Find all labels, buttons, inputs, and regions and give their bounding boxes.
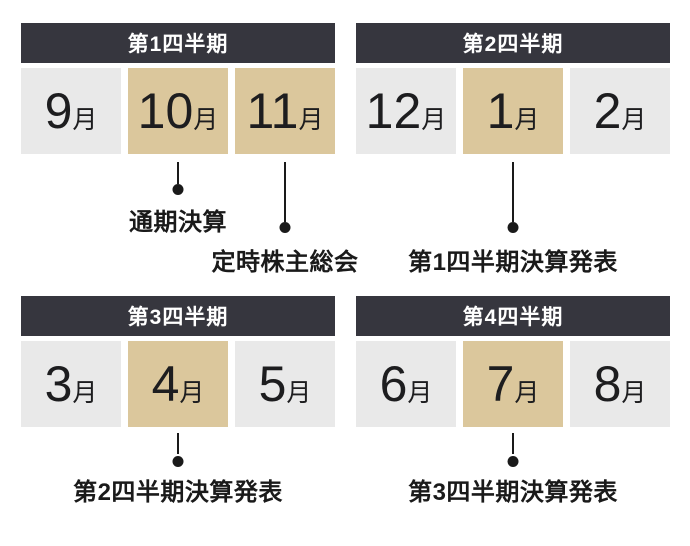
annotation-q1-results: 第1四半期決算発表 xyxy=(408,249,618,276)
connector-line-nov xyxy=(284,162,286,222)
connector-line-oct xyxy=(177,162,179,184)
month-number: 3 xyxy=(44,356,73,412)
annotation-shareholders-meeting: 定時株主総会 xyxy=(211,249,359,276)
month-suffix: 月 xyxy=(421,106,447,134)
quarter-4: 第4四半期 6月 7月 8月 第3四半期決算発表 xyxy=(356,296,670,546)
quarter-2: 第2四半期 12月 1月 2月 第1四半期決算発表 xyxy=(356,23,670,276)
quarter-4-header: 第4四半期 xyxy=(356,296,670,336)
month-cell-mar: 3月 xyxy=(21,341,121,427)
month-cell-sep: 9月 xyxy=(21,68,121,154)
connector-line-apr xyxy=(177,433,179,454)
month-number: 9 xyxy=(44,83,73,139)
connector-dot-apr xyxy=(172,456,184,467)
connector-line-jul xyxy=(512,433,514,454)
month-cell-nov: 11月 xyxy=(235,68,335,154)
month-suffix: 月 xyxy=(298,106,324,134)
annotation-q3-results: 第3四半期決算発表 xyxy=(408,479,618,506)
quarter-4-month-row: 6月 7月 8月 xyxy=(356,341,670,427)
month-suffix: 月 xyxy=(407,379,433,407)
quarter-3-month-row: 3月 4月 5月 xyxy=(21,341,335,427)
month-suffix: 月 xyxy=(514,106,540,134)
month-number: 1 xyxy=(486,83,515,139)
month-number: 5 xyxy=(258,356,287,412)
month-number: 4 xyxy=(151,356,180,412)
month-cell-feb: 2月 xyxy=(570,68,670,154)
month-number: 11 xyxy=(246,83,299,139)
month-suffix: 月 xyxy=(514,379,540,407)
quarter-1-header: 第1四半期 xyxy=(21,23,335,63)
quarter-2-header: 第2四半期 xyxy=(356,23,670,63)
month-cell-aug: 8月 xyxy=(570,341,670,427)
month-suffix: 月 xyxy=(621,106,647,134)
month-number: 7 xyxy=(486,356,515,412)
quarter-4-title: 第4四半期 xyxy=(462,306,564,329)
quarter-1-month-row: 9月 10月 11月 xyxy=(21,68,335,154)
month-cell-apr: 4月 xyxy=(128,341,228,427)
month-suffix: 月 xyxy=(72,379,98,407)
month-suffix: 月 xyxy=(72,106,98,134)
quarter-2-title: 第2四半期 xyxy=(462,33,564,56)
quarter-1: 第1四半期 9月 10月 11月 通期決算 定時株主総会 xyxy=(21,23,358,276)
quarter-3: 第3四半期 3月 4月 5月 第2四半期決算発表 xyxy=(21,296,335,546)
month-cell-jul: 7月 xyxy=(463,341,563,427)
month-suffix: 月 xyxy=(193,106,219,134)
month-suffix: 月 xyxy=(286,379,312,407)
month-number: 10 xyxy=(137,83,194,139)
month-suffix: 月 xyxy=(179,379,205,407)
month-number: 2 xyxy=(593,83,622,139)
quarter-2-month-row: 12月 1月 2月 xyxy=(356,68,670,154)
annotation-q2-results: 第2四半期決算発表 xyxy=(73,479,283,506)
annotation-full-year-results: 通期決算 xyxy=(129,209,227,236)
month-cell-jan: 1月 xyxy=(463,68,563,154)
month-cell-dec: 12月 xyxy=(356,68,456,154)
month-cell-may: 5月 xyxy=(235,341,335,427)
month-cell-oct: 10月 xyxy=(128,68,228,154)
connector-line-jan xyxy=(512,162,514,222)
connector-dot-jan xyxy=(507,222,519,233)
quarter-3-title: 第3四半期 xyxy=(127,306,229,329)
month-cell-jun: 6月 xyxy=(356,341,456,427)
connector-dot-jul xyxy=(507,456,519,467)
connector-dot-oct xyxy=(172,184,184,195)
month-number: 8 xyxy=(593,356,622,412)
quarter-1-title: 第1四半期 xyxy=(127,33,229,56)
month-number: 12 xyxy=(365,83,422,139)
month-number: 6 xyxy=(379,356,408,412)
month-suffix: 月 xyxy=(621,379,647,407)
quarter-3-header: 第3四半期 xyxy=(21,296,335,336)
connector-dot-nov xyxy=(279,222,291,233)
